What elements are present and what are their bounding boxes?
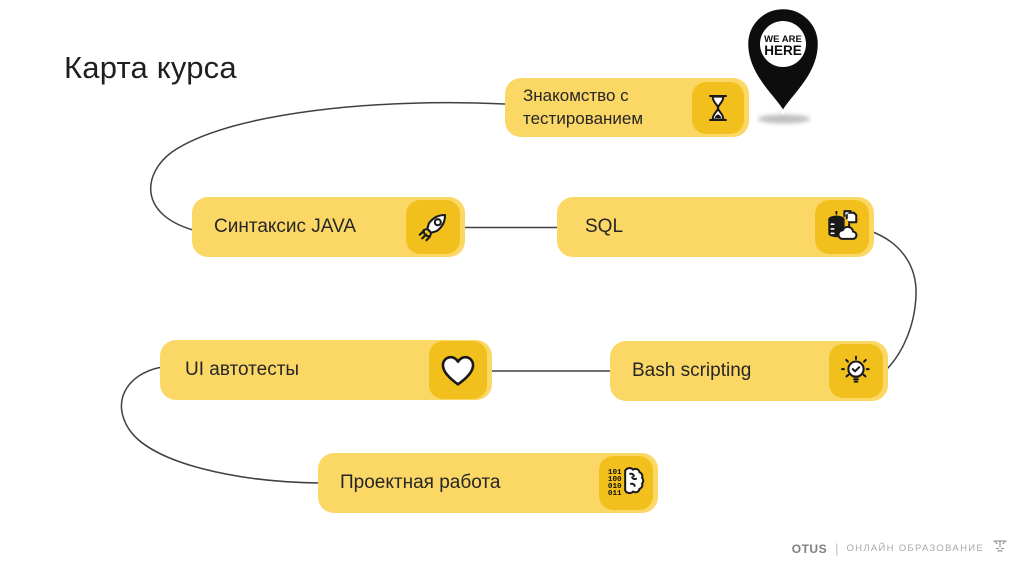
edge-intro-java [150, 101, 506, 231]
node-intro: Знакомство с тестированием [505, 78, 749, 137]
node-bash: Bash scripting [610, 341, 888, 401]
database-cloud-icon [815, 200, 869, 254]
footer-divider: | [835, 541, 839, 556]
rocket-icon [406, 200, 460, 254]
node-sql: SQL [557, 197, 874, 257]
binary-brain-icon: 101 100 010 011 [599, 456, 653, 510]
node-project: Проектная работа 101 100 010 011 [318, 453, 658, 513]
lightbulb-check-icon [829, 344, 883, 398]
node-java: Синтаксис JAVA [192, 197, 465, 257]
footer-tagline: ОНЛАЙН ОБРАЗОВАНИЕ [846, 543, 984, 554]
binary-line-3: 010 [608, 483, 622, 491]
edge-ui-project [120, 366, 321, 484]
page-title: Карта курса [64, 50, 237, 85]
pin-text-line1: WE ARE [764, 34, 802, 45]
node-bash-label: Bash scripting [632, 359, 752, 381]
node-intro-label: Знакомство с тестированием [523, 86, 644, 128]
node-sql-label: SQL [585, 215, 624, 237]
pin-inner-circle [760, 21, 806, 67]
node-ui-label: UI автотесты [185, 358, 300, 380]
pin-shadow [758, 114, 810, 124]
otus-logo-icon [992, 539, 1008, 558]
footer-brand: OTUS [791, 541, 828, 556]
binary-line-1: 101 [608, 469, 622, 477]
binary-line-4: 011 [608, 490, 622, 498]
we-are-here-pin: WE ARE HERE [745, 6, 821, 124]
node-ui: UI автотесты [160, 340, 492, 400]
binary-line-2: 100 [608, 476, 622, 484]
node-java-label: Синтаксис JAVA [214, 215, 356, 237]
node-project-label: Проектная работа [340, 471, 501, 493]
pin-text-line2: HERE [764, 43, 802, 58]
heart-icon [429, 341, 487, 399]
footer-brand-bar: OTUS | ОНЛАЙН ОБРАЗОВАНИЕ [792, 539, 1008, 558]
hourglass-icon [692, 81, 744, 134]
edge-sql-bash [872, 231, 917, 371]
